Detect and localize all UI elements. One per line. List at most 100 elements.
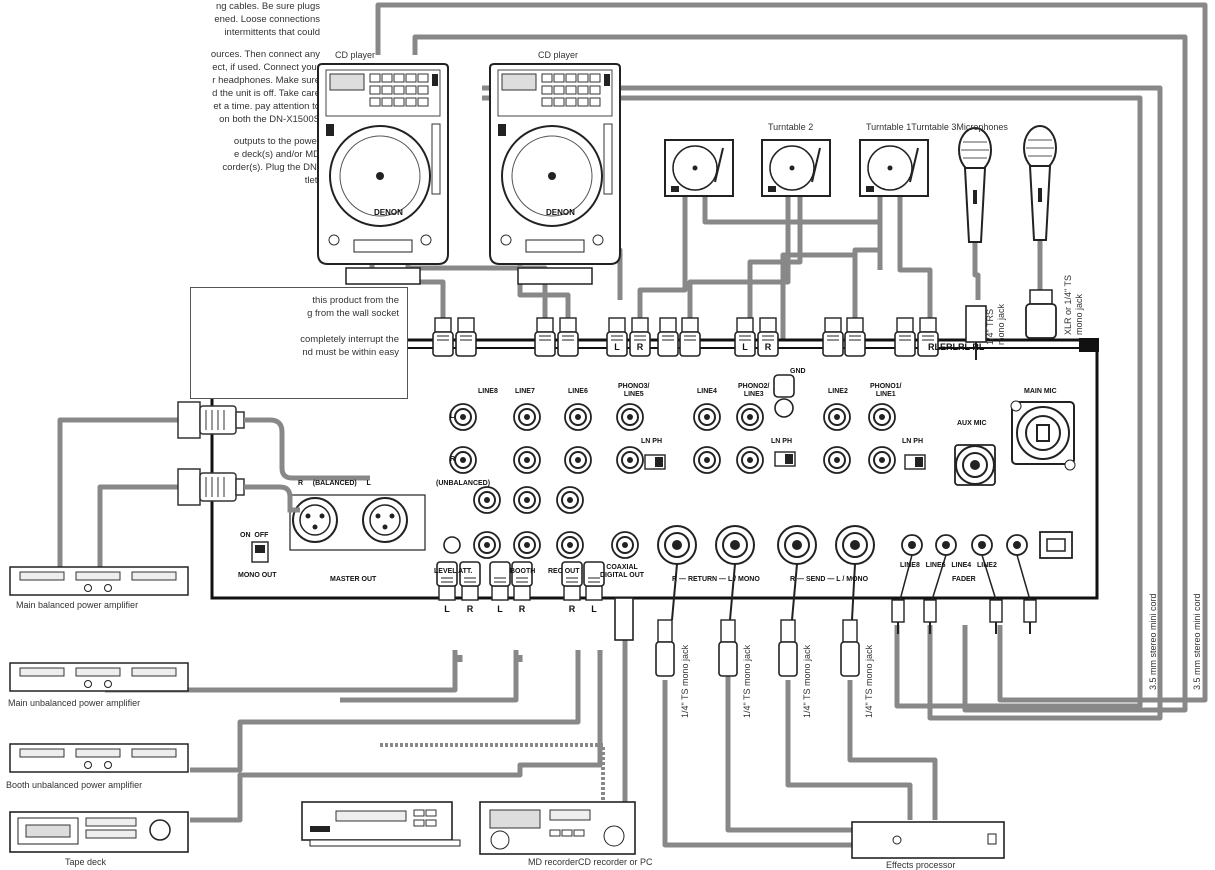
ts-plug-send-l [840, 619, 860, 677]
effects-processor-label: Effects processor [886, 860, 956, 870]
turntable-device-b [859, 139, 929, 197]
jack-rec-out-l [556, 486, 584, 514]
trs-mono-jack-label: 1/4" TRS mono jack [985, 303, 1006, 345]
intro-text: ng cables. Be sure plugs ened. Loose con… [0, 0, 320, 196]
jack-return-l [715, 525, 755, 565]
ts-mono-jack-label-4: 1/4" TS mono jack [864, 644, 874, 718]
label-mono-out: MONO OUT [238, 572, 277, 579]
jack-line6-r [564, 446, 592, 474]
label-line4: LINE4 [697, 388, 717, 395]
jack-coaxial-out [611, 531, 639, 559]
jack-line6-l [564, 403, 592, 431]
jack-master-unbal-l [473, 486, 501, 514]
label-ln-ph-3: LN PH [902, 438, 924, 445]
main-unbalanced-amp-device [9, 662, 189, 692]
mini-plug-line8 [891, 599, 905, 635]
label-on-off: ON OFF [240, 532, 269, 539]
ts-mono-jack-label-3: 1/4" TS mono jack [802, 644, 812, 718]
ts-plug-return-l [718, 619, 738, 677]
plug-letter-2: R [637, 342, 644, 352]
tape-deck-label: Tape deck [65, 857, 107, 867]
turntable-1-3-mic-label: Turntable 1Turntable 3Microphones [866, 122, 1008, 132]
label-fader: FADER [952, 576, 976, 583]
jack-phono2-r [736, 446, 764, 474]
intro-paragraph-2: ources. Then connect any ect, if used. C… [210, 49, 320, 125]
jack-line7-r [513, 446, 541, 474]
tape-deck-device [9, 811, 189, 853]
xlr-plug-master-l [177, 401, 245, 439]
effects-processor-device [851, 821, 1005, 859]
label-phono3: PHONO3/ LINE5 [618, 383, 650, 398]
plug-letter-6: R [467, 604, 474, 614]
label-line2: LINE2 [828, 388, 848, 395]
label-r-row: R [450, 456, 456, 463]
jack-phono3-r [616, 446, 644, 474]
booth-amp-device [9, 743, 189, 773]
jack-return-r [657, 525, 697, 565]
rca-plug-phono1-l [894, 317, 916, 357]
xlr-plug-master-r [177, 468, 245, 506]
turntable-2-device [761, 139, 831, 197]
cd-player-1-brand: DENON [374, 208, 403, 217]
jack-phono2-l [736, 403, 764, 431]
rca-plug-line2-r [844, 317, 866, 357]
rca-plug-line2-l [822, 317, 844, 357]
label-rl-plugs: RLERLRL RL [928, 342, 985, 352]
mini-cord-label-2: 3.5 mm stereo mini cord [1192, 593, 1202, 690]
cd-player-1-label: CD player [335, 50, 376, 60]
label-line6: LINE6 [568, 388, 588, 395]
jack-line4-l [693, 403, 721, 431]
mini-cord-label-1: 3.5 mm stereo mini cord [1148, 593, 1158, 690]
ts-mono-jack-label-2: 1/4" TS mono jack [742, 644, 752, 718]
ts-plug-return-r [655, 619, 675, 677]
jack-phono1-l [868, 403, 896, 431]
turntable-device-a [664, 139, 734, 197]
jack-line7-l [513, 403, 541, 431]
jack-line2-l [823, 403, 851, 431]
plug-letter-9: R [569, 604, 576, 614]
label-ln-ph-2: LN PH [771, 438, 793, 445]
booth-amp-label: Booth unbalanced power amplifier [6, 780, 143, 790]
label-return: R — RETURN — L / MONO [672, 576, 760, 583]
plug-letter-5: L [444, 604, 450, 614]
jack-phono1-r [868, 446, 896, 474]
rca-plug-line4-l [657, 317, 679, 357]
label-phono1: PHONO1/ LINE1 [870, 383, 902, 398]
md-recorder-device [479, 801, 636, 855]
label-line7: LINE7 [515, 388, 535, 395]
jack-master-unbal-r [473, 531, 501, 559]
plug-letter-1: L [614, 342, 620, 352]
microphone-1-device [958, 127, 992, 243]
main-unbalanced-amp-label: Main unbalanced power amplifier [8, 698, 141, 708]
plug-letter-7: L [497, 604, 503, 614]
label-master-out: MASTER OUT [330, 576, 377, 583]
cd-player-2-device [489, 63, 621, 285]
rca-plug-line6-r [557, 317, 579, 357]
label-booth: BOOTH [510, 568, 536, 575]
label-level-att: LEVEL ATT. [434, 568, 473, 575]
cd-player-1-device [317, 63, 449, 285]
label-main-mic: MAIN MIC [1024, 388, 1057, 395]
plug-letter-10: L [591, 604, 597, 614]
jack-line4-r [693, 446, 721, 474]
rca-plug-booth-l [489, 561, 511, 601]
rca-plug-line4-r [679, 317, 701, 357]
cd-recorder-device [301, 801, 461, 847]
rca-plug-line8-r [455, 317, 477, 357]
aux-mic-jack [955, 445, 995, 485]
jack-rec-out-r [556, 531, 584, 559]
ts-mono-jack-label-1: 1/4" TS mono jack [680, 644, 690, 718]
rca-plug-line8-l [432, 317, 454, 357]
plug-letter-4: R [765, 342, 772, 352]
label-aux-mic: AUX MIC [957, 420, 987, 427]
label-phono2: PHONO2/ LINE3 [738, 383, 770, 398]
plug-letter-8: R [519, 604, 526, 614]
jack-line2-r [823, 446, 851, 474]
jack-booth-l [513, 486, 541, 514]
cd-player-2-label: CD player [538, 50, 579, 60]
plug-letter-3: L [742, 342, 748, 352]
rca-plug-line6-l [534, 317, 556, 357]
label-fader-lines: LINE8 LINE6 LINE4 LINE2 [900, 562, 997, 569]
turntable-2-label: Turntable 2 [768, 122, 814, 132]
